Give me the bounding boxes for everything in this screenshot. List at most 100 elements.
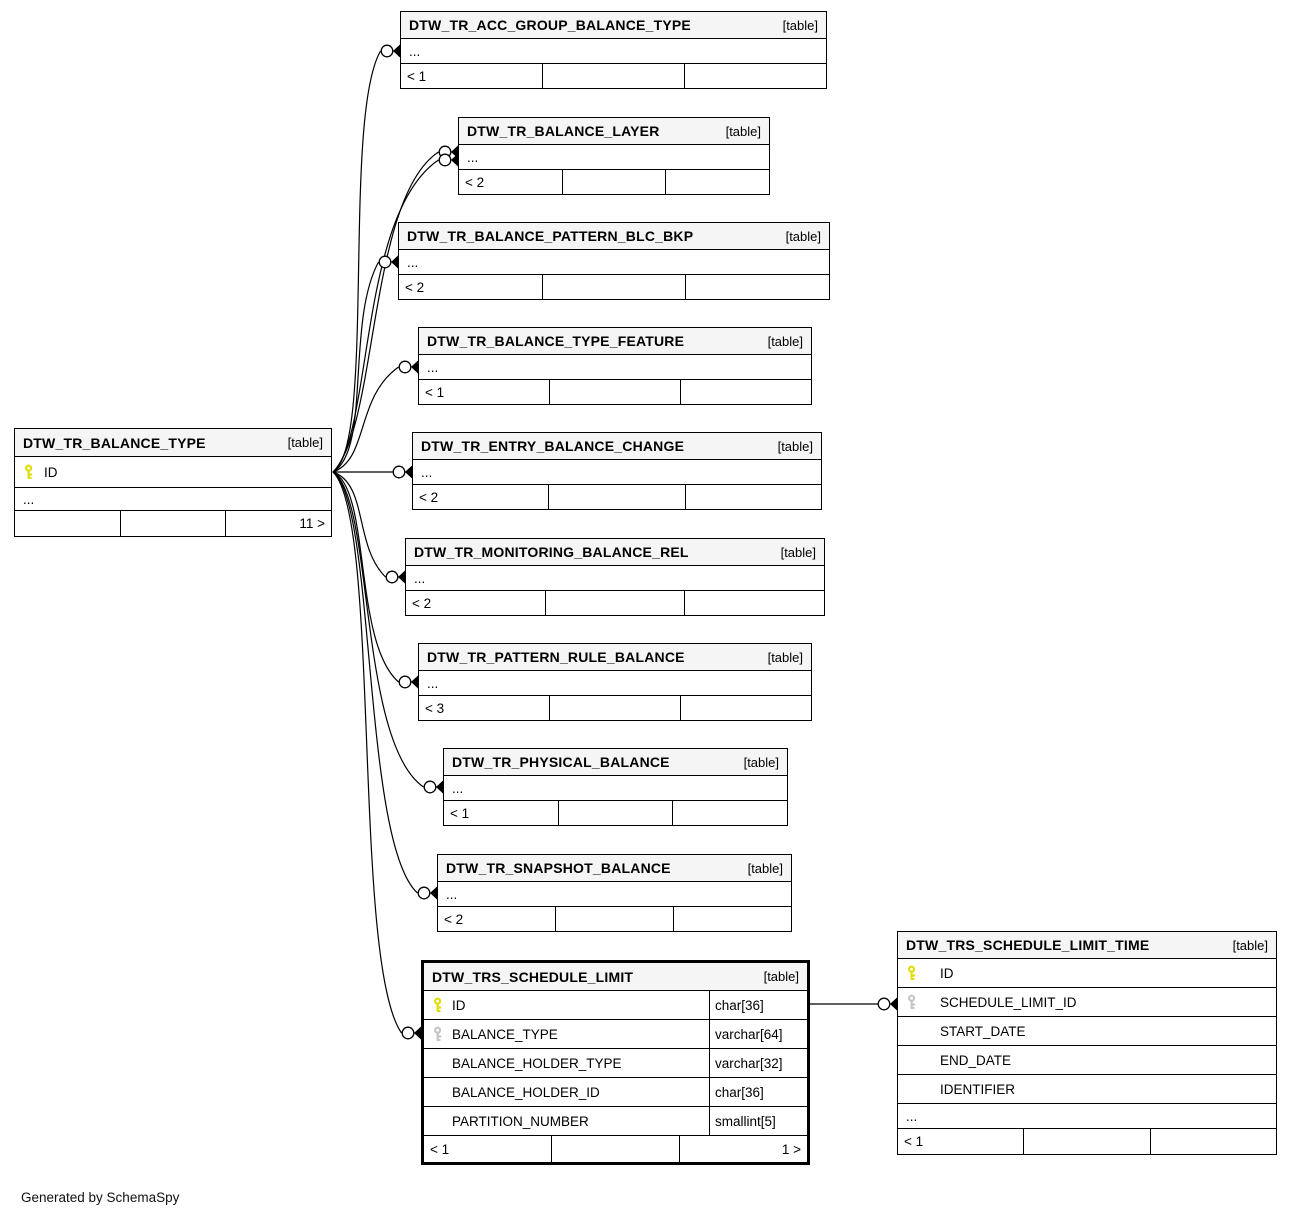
- table-header[interactable]: DTW_TR_PATTERN_RULE_BALANCE[table]: [419, 644, 811, 671]
- relationship-line-balance-type-to-layer: [332, 151, 439, 473]
- footer-cell-left: < 3: [419, 696, 550, 720]
- relationship-line-balance-type-to-rule: [332, 471, 399, 683]
- column-name: START_DATE: [940, 1023, 1026, 1039]
- footer-cell-left: < 2: [399, 275, 543, 299]
- table-node-dtw-trs-schedule-limit-time[interactable]: DTW_TRS_SCHEDULE_LIMIT_TIME[table] ID SCHE…: [897, 931, 1277, 1155]
- table-footer: 11 >: [15, 511, 331, 536]
- table-header[interactable]: DTW_TR_ENTRY_BALANCE_CHANGE[table]: [413, 433, 821, 460]
- edge-circle: [423, 780, 437, 794]
- table-title: DTW_TR_BALANCE_PATTERN_BLC_BKP: [407, 228, 694, 244]
- table-node-dtw-tr-snapshot-balance[interactable]: DTW_TR_SNAPSHOT_BALANCE[table]...< 2: [437, 854, 792, 932]
- relationship-line-balance-type-to-schedule-limit: [332, 471, 402, 1034]
- footer-cell-center: [1024, 1129, 1151, 1154]
- column-row: SCHEDULE_LIMIT_ID: [898, 988, 1276, 1017]
- table-node-dtw-tr-balance-pattern-blc-bkp[interactable]: DTW_TR_BALANCE_PATTERN_BLC_BKP[table]...…: [398, 222, 830, 300]
- footer-cell-center: [546, 591, 686, 615]
- table-header[interactable]: DTW_TR_SNAPSHOT_BALANCE[table]: [438, 855, 791, 882]
- footer-cell-right: [673, 801, 787, 825]
- footer-cell-right: [685, 591, 824, 615]
- footer-cell-center: [543, 275, 687, 299]
- table-footer: < 1: [401, 64, 826, 88]
- table-header[interactable]: DTW_TRS_SCHEDULE_LIMIT_TIME[table]: [898, 932, 1276, 959]
- ellipsis-row: ...: [438, 882, 791, 907]
- table-tag: [table]: [767, 333, 803, 349]
- edge-circle: [438, 145, 452, 159]
- edge-arrowhead: [411, 675, 418, 689]
- column-name: IDENTIFIER: [940, 1081, 1016, 1097]
- footer-cell-center: [550, 696, 681, 720]
- footer-cell-left: < 2: [406, 591, 546, 615]
- ellipsis-label: ...: [409, 43, 421, 59]
- ellipsis-row: ...: [444, 776, 787, 801]
- footer-cell-right: [666, 170, 769, 194]
- footer-cell-left: < 1: [419, 380, 550, 404]
- ellipsis-label: ...: [452, 780, 464, 796]
- footer-cell-center: [563, 170, 667, 194]
- table-header[interactable]: DTW_TR_ACC_GROUP_BALANCE_TYPE[table]: [401, 12, 826, 39]
- table-node-dtw-tr-acc-group-balance-type[interactable]: DTW_TR_ACC_GROUP_BALANCE_TYPE[table]... <…: [400, 11, 827, 89]
- foreign-key-icon: [908, 994, 916, 1010]
- table-node-dtw-tr-balance-layer[interactable]: DTW_TR_BALANCE_LAYER[table]...< 2: [458, 117, 770, 195]
- table-footer: < 2: [438, 907, 791, 931]
- footer-cell-left: < 2: [413, 485, 550, 509]
- table-tag: [table]: [763, 969, 799, 984]
- table-header[interactable]: DTW_TR_BALANCE_TYPE_FEATURE [table]: [419, 328, 811, 355]
- footer-cell-right: [686, 485, 821, 509]
- ellipsis-label: ...: [906, 1108, 918, 1124]
- footer-cell-left: < 1: [424, 1136, 552, 1162]
- column-row: ID: [898, 959, 1276, 988]
- footer-cell-left: < 1: [898, 1129, 1025, 1154]
- column-name: ID: [452, 997, 466, 1013]
- ellipsis-row: ...: [401, 39, 826, 64]
- edge-circle: [378, 255, 392, 269]
- edge-arrowhead: [393, 44, 400, 58]
- primary-key-icon: [25, 464, 33, 480]
- table-tag: [table]: [287, 435, 323, 450]
- edge-circle: [398, 360, 412, 374]
- table-tag: [table]: [743, 754, 779, 770]
- edge-arrowhead: [451, 145, 458, 159]
- table-header[interactable]: DTW_TR_BALANCE_TYPE [table]: [15, 429, 331, 457]
- column-name: ID: [940, 965, 954, 981]
- table-node-dtw-tr-pattern-rule-balance[interactable]: DTW_TR_PATTERN_RULE_BALANCE[table]...< 3: [418, 643, 812, 721]
- table-node-dtw-tr-balance-type-feature[interactable]: DTW_TR_BALANCE_TYPE_FEATURE[table]...< 1: [418, 327, 812, 405]
- edge-arrowhead: [890, 997, 897, 1011]
- table-tag: [table]: [725, 123, 761, 139]
- table-node-dtw-tr-physical-balance[interactable]: DTW_TR_PHYSICAL_BALANCE[table]... < 1: [443, 748, 788, 826]
- table-title: DTW_TR_ACC_GROUP_BALANCE_TYPE: [409, 17, 691, 33]
- table-header[interactable]: DTW_TR_MONITORING_BALANCE_REL[table]: [406, 539, 824, 566]
- column-name: BALANCE_TYPE: [452, 1026, 558, 1042]
- ellipsis-label: ...: [407, 254, 419, 270]
- edge-arrowhead: [398, 570, 405, 584]
- ellipsis-row: ...: [459, 145, 769, 170]
- table-footer: < 2: [399, 275, 829, 299]
- ellipsis-label: ...: [23, 491, 35, 507]
- table-header[interactable]: DTW_TRS_SCHEDULE_LIMIT [table]: [424, 963, 807, 991]
- footer-cell-left: < 1: [401, 64, 543, 88]
- table-node-dtw-tr-balance-type[interactable]: DTW_TR_BALANCE_TYPE[table]ID...11 >: [14, 428, 332, 537]
- table-footer: < 1: [898, 1129, 1276, 1154]
- edge-arrowhead: [405, 465, 412, 479]
- footer-cell-center: [121, 511, 227, 536]
- ellipsis-row: ...: [399, 250, 829, 275]
- table-node-dtw-tr-entry-balance-change[interactable]: DTW_TR_ENTRY_BALANCE_CHANGE[table]...< 2: [412, 432, 822, 510]
- table-title: DTW_TR_BALANCE_TYPE_FEATURE: [427, 333, 685, 349]
- table-header[interactable]: DTW_TR_BALANCE_PATTERN_BLC_BKP[table]: [399, 223, 829, 250]
- ellipsis-label: ...: [467, 149, 479, 165]
- ellipsis-row: ...: [419, 671, 811, 696]
- edge-arrowhead: [411, 360, 418, 374]
- ellipsis-row: ...: [898, 1104, 1276, 1129]
- footer-cell-left: < 1: [444, 801, 559, 825]
- footer-cell-right: 11 >: [299, 516, 326, 531]
- table-node-dtw-tr-monitoring-balance-rel[interactable]: DTW_TR_MONITORING_BALANCE_REL[table]...<…: [405, 538, 825, 616]
- table-header[interactable]: DTW_TR_BALANCE_LAYER [table]: [459, 118, 769, 145]
- edge-circle: [877, 997, 891, 1011]
- edge-circle: [392, 465, 406, 479]
- table-title: DTW_TR_BALANCE_TYPE: [23, 434, 206, 451]
- table-header[interactable]: DTW_TR_PHYSICAL_BALANCE[table]: [444, 749, 787, 776]
- table-title: DTW_TR_BALANCE_LAYER: [467, 123, 660, 139]
- table-title: DTW_TRS_SCHEDULE_LIMIT: [432, 968, 634, 985]
